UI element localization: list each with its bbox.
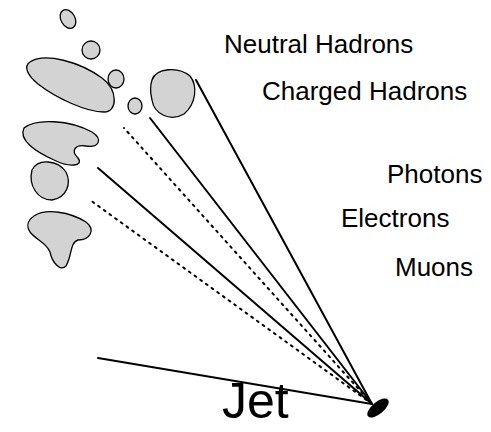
- label-box: Electrons: [341, 205, 449, 231]
- deposit-blob: [31, 162, 68, 200]
- jet-label: Jet: [222, 376, 289, 426]
- label-box: Neutral Hadrons: [224, 31, 413, 57]
- jet-origin: [364, 395, 392, 421]
- deposit-blob: [151, 70, 195, 118]
- photon-track: [90, 200, 372, 404]
- label-box: Photons: [387, 161, 482, 187]
- deposit-blob: [82, 41, 100, 59]
- photon-track: [124, 128, 372, 404]
- deposit-blob: [128, 98, 142, 114]
- deposit-blob: [57, 7, 79, 31]
- electron-track: [98, 168, 372, 404]
- particle-label: Charged Hadrons: [262, 78, 467, 104]
- label-box: Muons: [395, 254, 473, 280]
- label-box: Jet: [222, 376, 289, 426]
- deposit-blob: [108, 70, 124, 88]
- label-box: Charged Hadrons: [262, 78, 467, 104]
- particle-label: Muons: [395, 254, 473, 280]
- particle-label: Electrons: [341, 205, 449, 231]
- deposit-blob: [27, 58, 115, 112]
- deposit-blob: [28, 212, 91, 268]
- particle-tracks: [90, 80, 372, 404]
- deposit-blob: [23, 122, 99, 165]
- charged-hadron-track: [150, 118, 372, 404]
- charged-hadron-track: [196, 80, 372, 404]
- particle-label: Neutral Hadrons: [224, 31, 413, 57]
- particle-label: Photons: [387, 161, 482, 187]
